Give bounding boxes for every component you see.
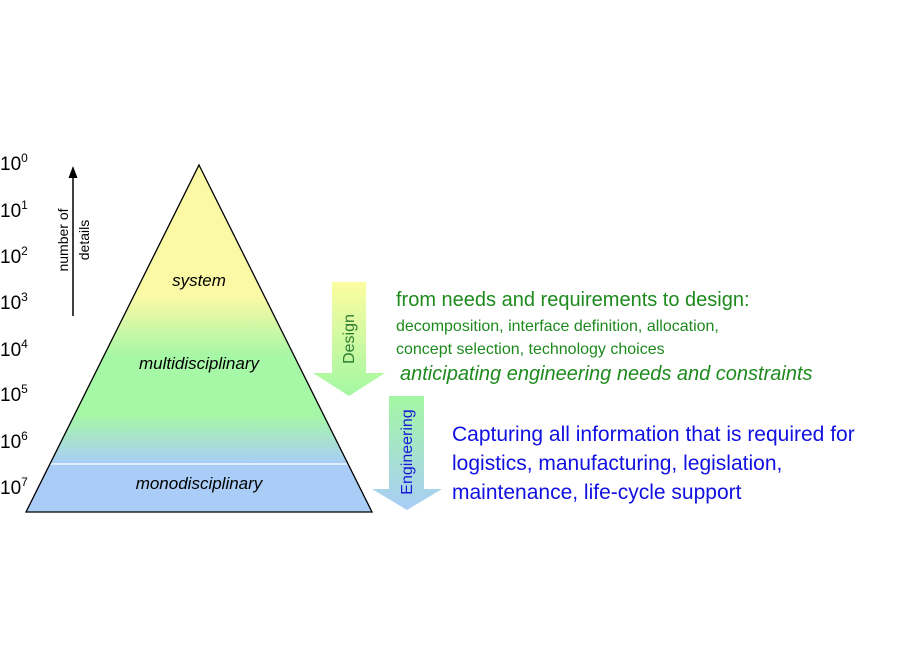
- engineering-arrow: Engineering: [372, 396, 442, 510]
- tick-10e6: 106: [0, 429, 28, 453]
- design-text-line3: concept selection, technology choices: [396, 341, 665, 358]
- design-arrow-label: Design: [341, 314, 358, 364]
- design-description: from needs and requirements to design: d…: [396, 289, 813, 385]
- layer-label-multidisciplinary: multidisciplinary: [139, 354, 260, 373]
- layer-label-system: system: [172, 271, 226, 290]
- design-arrow: Design: [313, 282, 385, 396]
- engineering-description: Capturing all information that is requir…: [452, 423, 855, 504]
- engineering-arrow-shape: [372, 396, 442, 510]
- detail-axis: number of details: [55, 166, 92, 316]
- engineering-text-line2: logistics, manufacturing, legislation,: [452, 452, 782, 475]
- tick-10e7: 107: [0, 475, 28, 499]
- design-text-line4: anticipating engineering needs and const…: [400, 363, 813, 385]
- axis-arrowhead-icon: [68, 166, 78, 178]
- axis-label-line2: details: [76, 220, 92, 260]
- design-arrow-shape: [313, 282, 385, 396]
- engineering-text-line1: Capturing all information that is requir…: [452, 423, 855, 446]
- pyramid: system multidisciplinary monodisciplinar…: [24, 163, 374, 513]
- design-text-line2: decomposition, interface definition, all…: [396, 318, 719, 335]
- tick-10e2: 102: [0, 244, 28, 268]
- engineering-text-line3: maintenance, life-cycle support: [452, 481, 742, 504]
- tick-10e5: 105: [0, 382, 28, 406]
- layer-label-monodisciplinary: monodisciplinary: [136, 474, 264, 493]
- design-text-line1: from needs and requirements to design:: [396, 289, 750, 311]
- pyramid-body: [26, 165, 372, 512]
- detail-scale: 100 101 102 103 104 105 106 107: [0, 151, 28, 499]
- tick-10e3: 103: [0, 290, 28, 314]
- tick-10e4: 104: [0, 337, 28, 361]
- tick-10e0: 100: [0, 151, 28, 175]
- tick-10e1: 101: [0, 198, 28, 222]
- pyramid-outline: [24, 163, 374, 513]
- axis-label-line1: number of: [55, 208, 71, 271]
- engineering-arrow-label: Engineering: [399, 409, 416, 494]
